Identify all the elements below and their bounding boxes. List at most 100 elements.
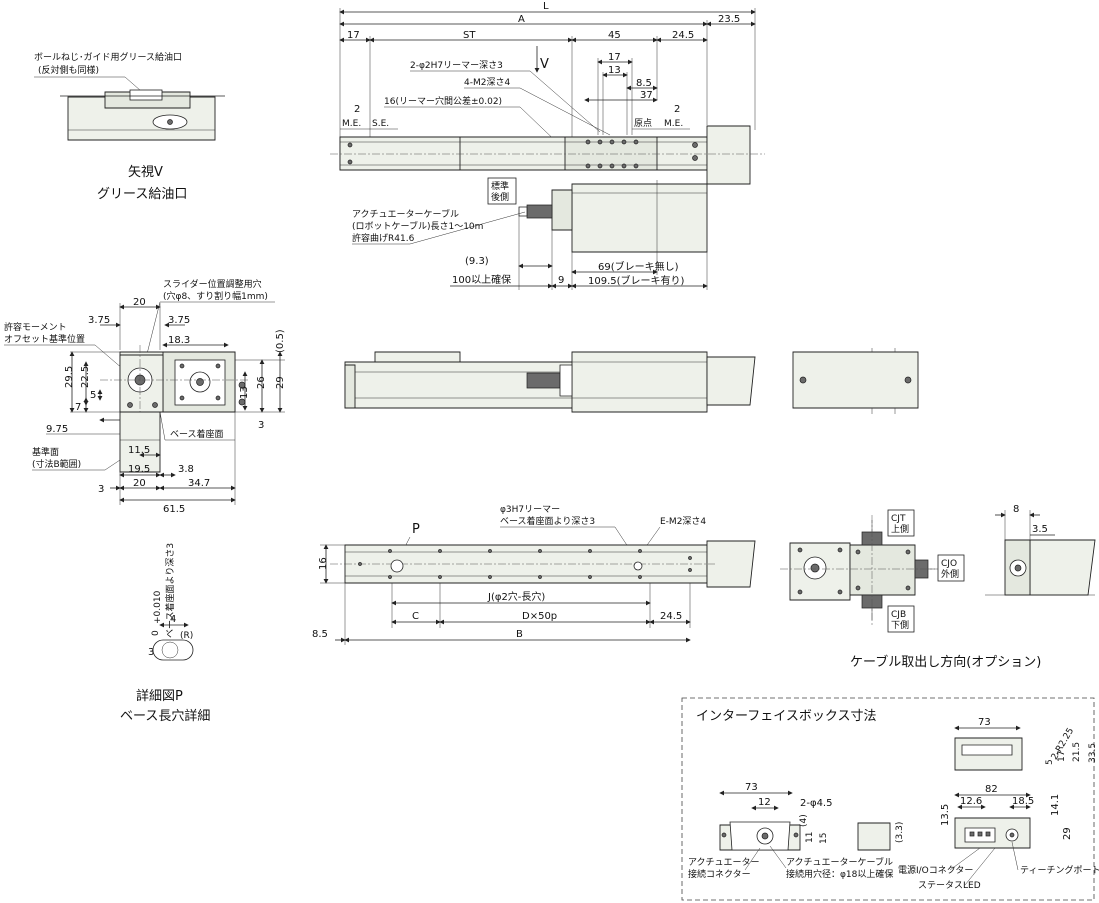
me-left: M.E. [342,119,361,129]
dim-20a: 20 [133,297,146,308]
ib-82: 82 [985,784,998,795]
dim-0-5: (0.5) [275,329,286,353]
ib-12: 12 [758,797,771,808]
dim-8-5: 8.5 [636,78,652,89]
dim-2b: 2 [674,104,680,115]
dim-24-5: 24.5 [672,30,694,41]
dim-5: 5 [90,390,96,401]
motor-end-view [792,348,919,414]
base-face-note: ベース着座面 [170,428,224,440]
view-v-title: 矢視V [128,165,163,180]
partial-right-view: 8 3.5 [985,504,1096,596]
cjb-label: CJB [891,610,906,620]
dim-J: J(φ2穴-長穴) [487,590,545,603]
dim-61-5: 61.5 [163,504,185,515]
moment-ref-note-2: オフセット基準位置 [4,333,85,345]
dim-24-5b: 24.5 [660,611,682,622]
cable-direction-view: CJT 上側 CJO 外側 CJB 下側 ケーブル取出し方向(オプション) [780,509,1041,670]
ib-29: 29 [1062,827,1073,840]
interface-box-title: インターフェイスボックス寸法 [696,709,876,724]
dim-9-75: 9.75 [46,424,68,435]
dim-13: 13 [608,65,621,76]
detail-tol-sup: +0.010 [153,590,163,624]
dim-ST: ST [463,30,476,41]
ib-13-5: 13.5 [940,804,951,826]
cable-note-3: 許容曲げR41.6 [352,232,415,244]
dim-3-8: 3.8 [178,464,194,475]
dim-16: 16 [318,557,329,570]
p-marker: P [412,522,420,537]
ib-11: 11 [805,832,815,843]
ib-12-6: 12.6 [960,796,982,807]
detail-tol-sub: 0 [151,630,161,636]
dim-29: 29 [275,376,286,389]
ib-3-3: (3.3) [895,822,905,843]
se: S.E. [372,119,389,129]
end-view: スライダー位置調整用穴 (穴φ8、すり割り幅1mm) 20 3.75 3.75 … [4,278,286,515]
dim-13b: 13 [239,386,250,399]
ref-face-note: 基準面 [32,446,59,458]
detail-vertical-note: ベース着座面より深さ3 [164,543,176,638]
ib-17: 17 [1057,751,1067,762]
detail-p: 3 +0.010 0 ベース着座面より深さ3 4 (R) 詳細図P ベース長穴詳… [120,543,210,724]
dim-3a: 3 [258,420,264,431]
ib-33-5: 33.5 [1088,743,1098,763]
interface-box-frame: インターフェイスボックス寸法 73 2-R2.25 5 17 21.5 33.5… [681,697,1099,901]
dim-3b: 3 [98,484,104,495]
dim-23-5: 23.5 [718,14,740,25]
ib-15: 15 [819,833,829,844]
dim-37: 37 [640,90,653,101]
ib-2phi: 2-φ4.5 [800,798,832,809]
cjo-label: CJO [941,559,957,569]
dim-100: 100以上確保 [452,273,511,286]
cjb-label-2: 下側 [891,619,909,631]
ib-5: 5 [1045,759,1055,765]
cable-note-2: (ロボットケーブル)長さ1～10m [352,220,483,232]
act-cable-note-2: 接続用穴径：φ18以上確保 [786,868,893,880]
dim-B: B [516,629,523,640]
ib-73a: 73 [978,717,991,728]
dim-9: 9 [558,275,564,286]
ib-73b: 73 [745,782,758,793]
dim-D: D×50p [522,611,557,622]
cable-note-1: アクチュエーターケーブル [352,208,459,220]
bottom-view: P φ3H7リーマー ベース着座面より深さ3 E-M2深さ4 16 J(φ2穴- [312,505,756,645]
cjt-label: CJT [891,514,906,524]
dim-109-5: 109.5(ブレーキ有り) [588,274,685,287]
dim-11-5: 11.5 [128,445,150,456]
view-v-grease-port: ボールねじ･ガイド用グリース給油口 (反対側も同様) 矢視V グリース給油口 [34,51,225,202]
dim-3-75a: 3.75 [88,315,110,326]
power-io-note: 電源I/Oコネクター [898,865,973,876]
detail-title: 詳細図P [136,688,183,704]
dim-26: 26 [256,376,267,389]
origin: 原点 [634,118,652,129]
ib-18-5: 18.5 [1012,796,1034,807]
dim-2a: 2 [354,104,360,115]
dim-69: 69(ブレーキ無し) [598,260,679,273]
slider-hole-note-2: (穴φ8、すり割り幅1mm) [163,290,268,302]
dim-22-5: 22.5 [80,366,91,388]
reamer-3-note-2: ベース着座面より深さ3 [500,515,595,527]
top-view: L A 23.5 17 ST 45 24.5 17 13 8.5 37 V 2-… [330,1,765,290]
act-cable-note: アクチュエーターケーブル [786,856,893,868]
dim-34-7: 34.7 [188,478,210,489]
act-conn-note-2: 接続コネクター [688,868,751,880]
slider-hole-note: スライダー位置調整用穴 [163,278,262,290]
me-right: M.E. [664,119,683,129]
cjo-label-2: 外側 [941,568,959,580]
dim-3-5: 3.5 [1032,524,1048,535]
teaching-port-note: ティーチングポート [1020,864,1099,876]
dim-29-5: 29.5 [64,366,75,388]
dim-4: 4 [170,614,176,625]
dim-C: C [412,611,419,622]
dim-L: L [543,1,549,12]
dim-18-3: 18.3 [168,335,190,346]
dim-17: 17 [347,30,360,41]
detail-subtitle: ベース長穴詳細 [120,708,210,724]
moment-ref-note: 許容モーメント [4,321,67,333]
dim-17b: 17 [608,52,621,63]
reamer-3-note: φ3H7リーマー [500,505,560,515]
side-view [344,351,756,413]
view-v-subtitle: グリース給油口 [97,187,187,202]
